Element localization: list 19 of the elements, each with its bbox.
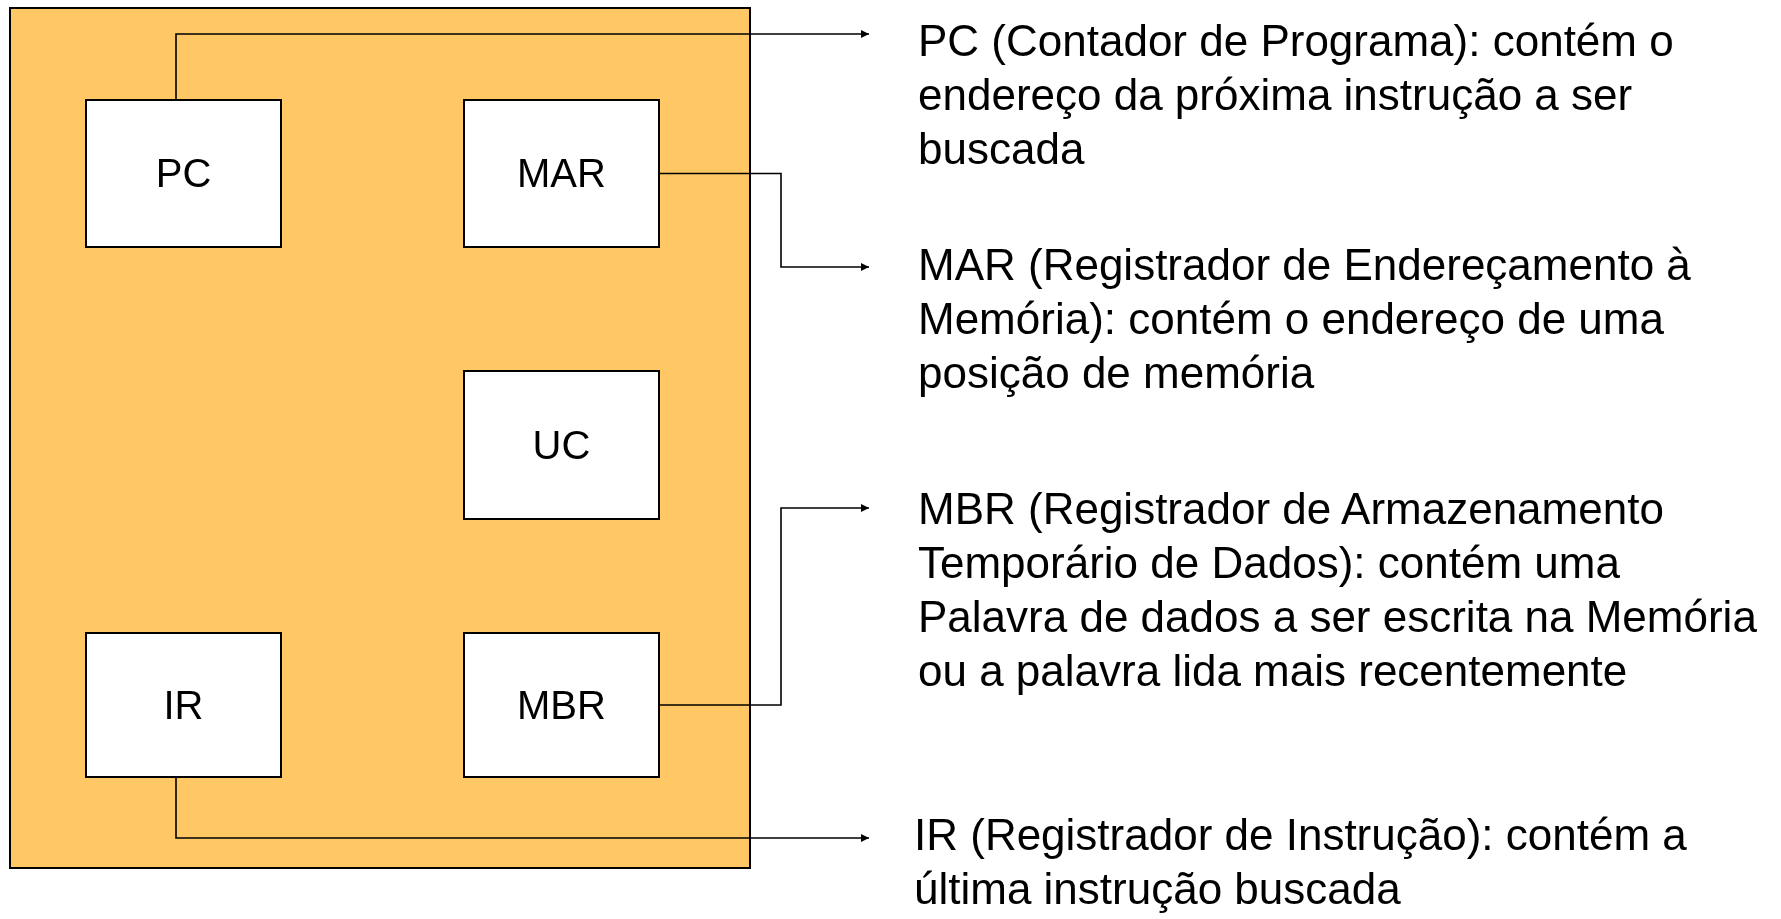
register-label: MBR bbox=[517, 682, 606, 728]
register-box bbox=[463, 632, 660, 778]
description-text: IR (Registrador de Instrução): contém a última instrução buscada bbox=[914, 809, 1688, 915]
register-box bbox=[463, 370, 660, 520]
register-label: IR bbox=[163, 682, 204, 728]
connector-arrow bbox=[659, 504, 870, 706]
register-box bbox=[85, 99, 282, 248]
connector-arrow bbox=[175, 777, 870, 842]
description-text: MAR (Registrador de Endereçamento à Memória): contém o endereço de uma posição de memória bbox=[918, 239, 1692, 399]
register-label: PC bbox=[155, 151, 212, 196]
description-text: MBR (Registrador de Armazenamento Temporário de Dados): contém uma Palavra de dados a ser escrita na Memória ou a palavra lida mais recentemente bbox=[918, 483, 1758, 697]
register-box bbox=[463, 99, 660, 248]
connector-arrow bbox=[175, 30, 870, 100]
register-label: MAR bbox=[517, 151, 606, 196]
cpu-box bbox=[9, 7, 751, 869]
register-label: UC bbox=[532, 422, 591, 468]
register-box bbox=[85, 632, 282, 778]
description-text: PC (Contador de Programa): contém o endereço da próxima instrução a ser buscada bbox=[918, 15, 1675, 175]
connector-arrow bbox=[659, 172, 870, 271]
